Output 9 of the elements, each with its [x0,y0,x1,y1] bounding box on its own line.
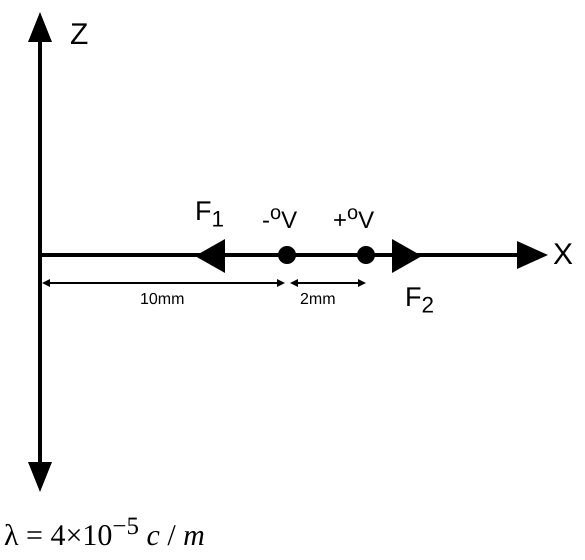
charge-label: +$^{o}$V [333,203,374,233]
charge-label: -$^{o}$V [262,203,298,233]
equation: λ = 4×10$^{−5}$ c / m [4,514,205,551]
dimension-label: 2mm [300,292,336,308]
force-label: F$_{2}$ [405,284,434,317]
force-label: F$_{1}$ [195,198,224,231]
axis-label: X [553,240,574,270]
dimension-label: 10mm [140,292,184,308]
axis-label: Z [70,20,88,50]
